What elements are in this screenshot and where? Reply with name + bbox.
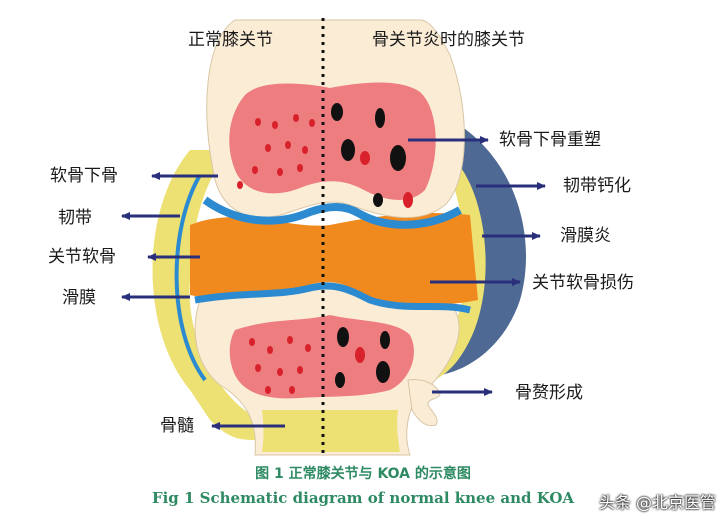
osteophyte-shape	[407, 379, 441, 427]
caption-english: Fig 1 Schematic diagram of normal knee a…	[151, 489, 575, 507]
joint-space	[190, 213, 478, 305]
label-ligament-calcification: 韧带钙化	[563, 176, 631, 196]
black-lesions-tibia	[335, 327, 390, 388]
label-cartilage-damage: 关节软骨损伤	[532, 273, 634, 293]
header-normal-knee: 正常膝关节	[188, 30, 273, 50]
caption-chinese: 图 1 正常膝关节与 KOA 的示意图	[255, 466, 471, 482]
left-arrows	[121, 172, 285, 430]
femur-cartilage	[202, 196, 462, 229]
header-koa-knee: 骨关节炎时的膝关节	[372, 30, 525, 50]
black-lesions-femur	[331, 103, 406, 207]
label-articular-cartilage: 关节软骨	[48, 247, 116, 267]
label-subchondral-bone: 软骨下骨	[50, 166, 118, 186]
watermark: 头条 @北京医管	[598, 493, 716, 512]
red-spots-femur	[237, 114, 413, 208]
red-spots-tibia	[249, 336, 365, 394]
right-arrows	[408, 136, 546, 396]
label-subchondral-remodeling: 软骨下骨重塑	[499, 130, 601, 150]
synovium-line-left	[174, 173, 207, 382]
label-synovitis: 滑膜炎	[560, 226, 611, 246]
label-bone-marrow: 骨髓	[160, 416, 194, 436]
label-ligament: 韧带	[58, 208, 92, 228]
tibia-cartilage	[194, 282, 471, 314]
yellow-marrow	[262, 410, 400, 452]
label-synovium: 滑膜	[62, 288, 96, 308]
label-osteophyte: 骨赘形成	[515, 383, 583, 403]
ligament-band	[152, 150, 260, 440]
